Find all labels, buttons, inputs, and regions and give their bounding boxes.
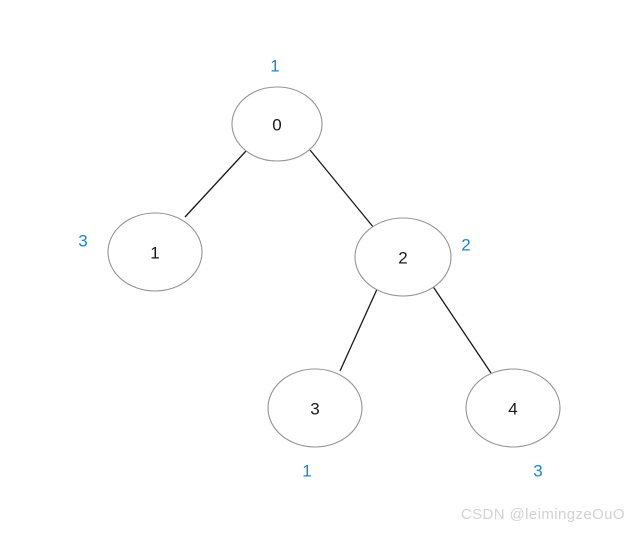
tree-node-label-3: 3	[310, 400, 319, 419]
tree-edge-0-2	[309, 149, 375, 229]
tree-node-3[interactable]: 3	[267, 368, 363, 448]
tree-node-annotation-1: 3	[78, 232, 87, 251]
tree-node-circle-4	[465, 368, 561, 448]
tree-node-0[interactable]: 0	[231, 86, 323, 162]
annotations-group: 1 3 2 1 3	[78, 57, 542, 481]
tree-node-circle-1	[107, 212, 203, 292]
tree-edge-0-1	[184, 150, 247, 218]
edges-group	[184, 149, 492, 374]
tree-node-label-0: 0	[272, 116, 281, 135]
tree-node-annotation-4: 3	[533, 462, 542, 481]
tree-node-annotation-3: 1	[302, 462, 311, 481]
tree-node-2[interactable]: 2	[354, 217, 452, 297]
csdn-watermark: CSDN @leimingzeOuO	[460, 506, 625, 523]
nodes-group: 0 1 2 3 4	[107, 86, 561, 448]
tree-node-annotation-0: 1	[270, 57, 279, 76]
tree-node-annotation-2: 2	[461, 236, 470, 255]
tree-edge-2-3	[339, 286, 379, 372]
tree-node-label-4: 4	[508, 400, 517, 419]
tree-edge-2-4	[431, 284, 492, 374]
tree-node-circle-3	[267, 368, 363, 448]
tree-node-label-2: 2	[398, 249, 407, 268]
tree-node-1[interactable]: 1	[107, 212, 203, 292]
tree-node-4[interactable]: 4	[465, 368, 561, 448]
tree-node-circle-2	[354, 217, 452, 297]
tree-node-circle-0	[231, 86, 323, 162]
tree-node-label-1: 1	[150, 244, 159, 263]
